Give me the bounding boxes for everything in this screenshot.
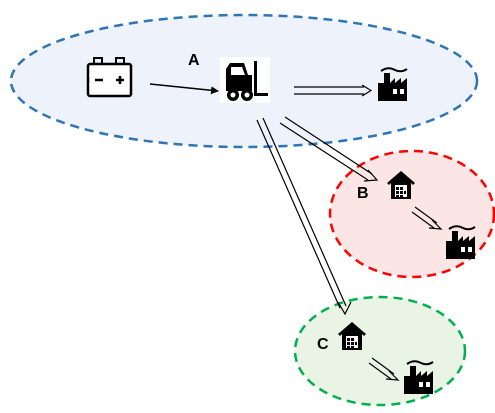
forklift-icon (220, 57, 270, 103)
arrow-warehouse-c-to-factory (368, 357, 400, 381)
label-a: A (188, 52, 200, 69)
arrow-forklift-to-factory (294, 84, 373, 97)
arrow-warehouse-b-to-factory (411, 206, 443, 230)
battery-icon (86, 57, 133, 98)
arrow-battery-to-forklift (149, 83, 219, 95)
arrow-forklift-to-warehouse-b (279, 116, 379, 182)
label-c: C (317, 336, 329, 353)
arrow-forklift-to-warehouse-c (256, 117, 352, 316)
label-b: B (357, 185, 369, 202)
